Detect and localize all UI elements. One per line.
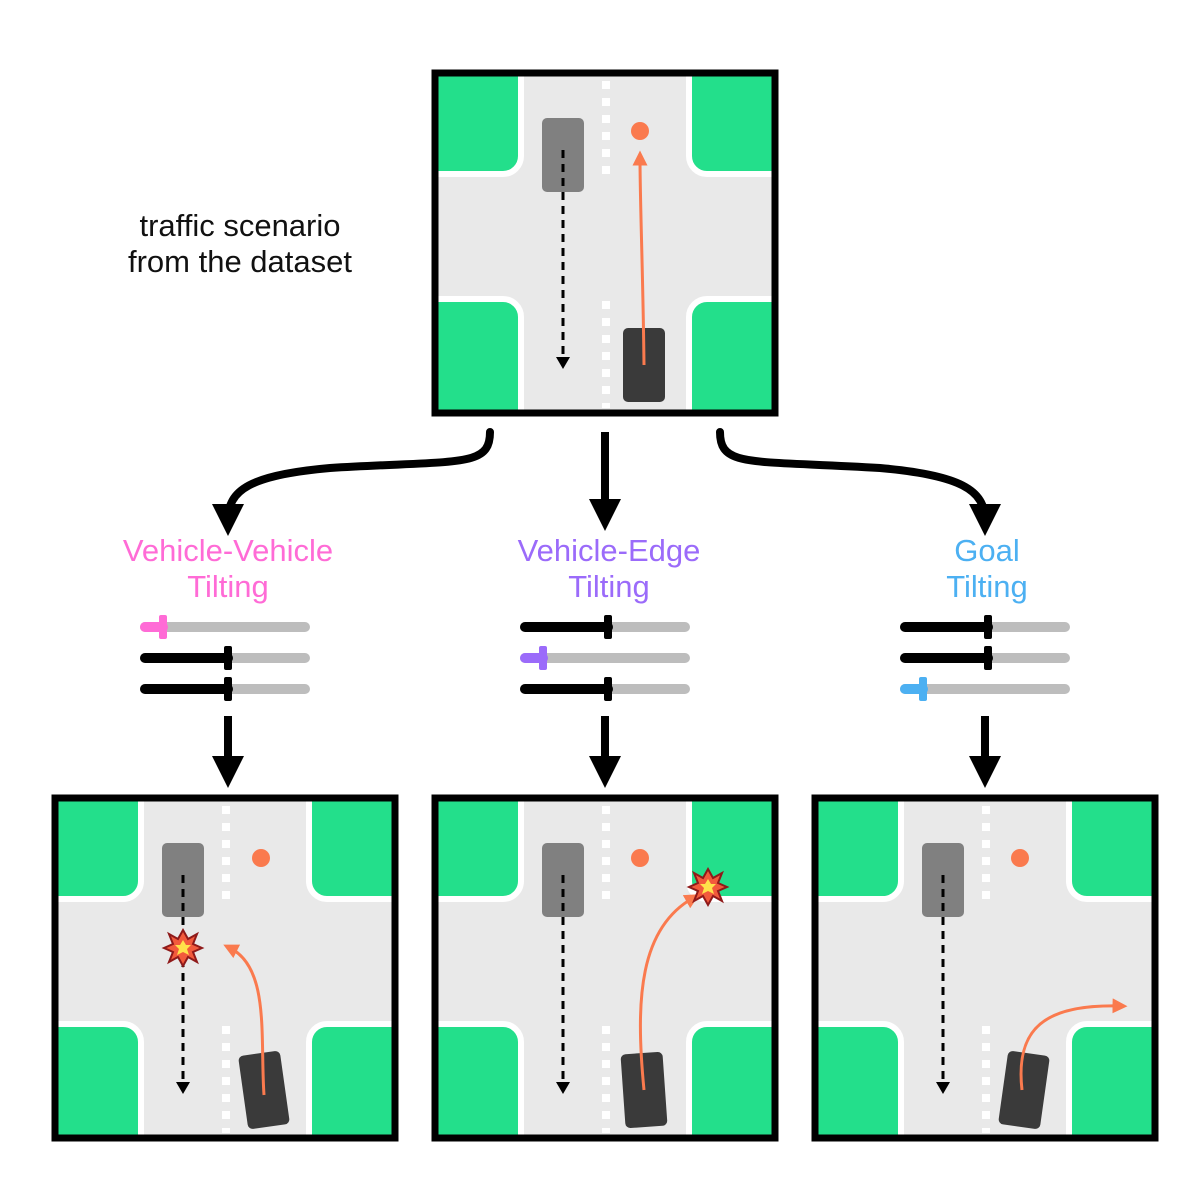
title-line-1: Vehicle-Edge [517, 533, 701, 568]
scene-vehicle-edge [415, 778, 795, 1158]
slider-handle [539, 646, 547, 670]
slider-handle [224, 677, 232, 701]
slider-default [900, 615, 1070, 639]
slider-handle [604, 615, 612, 639]
scene-frame [431, 69, 779, 417]
slider-handle [984, 615, 992, 639]
slider-default [140, 646, 310, 670]
scene-original [415, 53, 795, 433]
ego-trajectory [223, 944, 266, 1096]
slider-handle [984, 646, 992, 670]
intersection-map [795, 778, 1175, 1158]
intersection-map [415, 778, 795, 1158]
intersection-map [415, 53, 795, 433]
slider-tilted [900, 677, 1070, 701]
slider-group-3 [900, 615, 1070, 701]
slider-handle [604, 677, 612, 701]
title-line-1: Goal [954, 533, 1020, 568]
ego-trajectory [632, 150, 648, 366]
scene-frame [431, 794, 779, 1142]
goal-marker [631, 122, 649, 140]
caption-line-2: from the dataset [127, 244, 352, 279]
slider-tilted [140, 615, 310, 639]
scenario-caption: traffic scenario from the dataset [80, 208, 400, 280]
title-goal: Goal Tilting [822, 533, 1152, 605]
goal-marker [1011, 849, 1029, 867]
title-vehicle-vehicle: Vehicle-Vehicle Tilting [63, 533, 393, 605]
slider-group-1 [140, 615, 310, 701]
title-vehicle-edge: Vehicle-Edge Tilting [444, 533, 774, 605]
slider-default [520, 615, 690, 639]
result-arrows [212, 716, 1001, 788]
explosion-icon [688, 868, 728, 906]
arrow-to-goal [716, 428, 1001, 536]
branch-arrows [212, 428, 1001, 536]
scene-vehicle-vehicle [35, 778, 415, 1158]
scene-frame [51, 794, 399, 1142]
title-line-2: Tilting [187, 569, 269, 604]
slider-default [520, 677, 690, 701]
slider-group-2 [520, 615, 690, 701]
slider-tilted [520, 646, 690, 670]
slider-handle [159, 615, 167, 639]
slider-handle [224, 646, 232, 670]
intersection-map [35, 778, 415, 1158]
title-line-2: Tilting [946, 569, 1028, 604]
slider-default [140, 677, 310, 701]
slider-handle [919, 677, 927, 701]
slider-default [900, 646, 1070, 670]
goal-marker [631, 849, 649, 867]
ego-trajectory [1019, 998, 1128, 1091]
goal-marker [252, 849, 270, 867]
scene-goal [795, 778, 1175, 1158]
title-line-2: Tilting [568, 569, 650, 604]
ego-trajectory [638, 894, 700, 1091]
tilting-sliders [140, 615, 1070, 701]
arrow-to-vehicle-vehicle [212, 428, 494, 536]
explosion-icon [163, 929, 203, 967]
title-line-1: Vehicle-Vehicle [122, 533, 334, 568]
caption-line-1: traffic scenario [139, 208, 341, 243]
scene-frame [811, 794, 1159, 1142]
